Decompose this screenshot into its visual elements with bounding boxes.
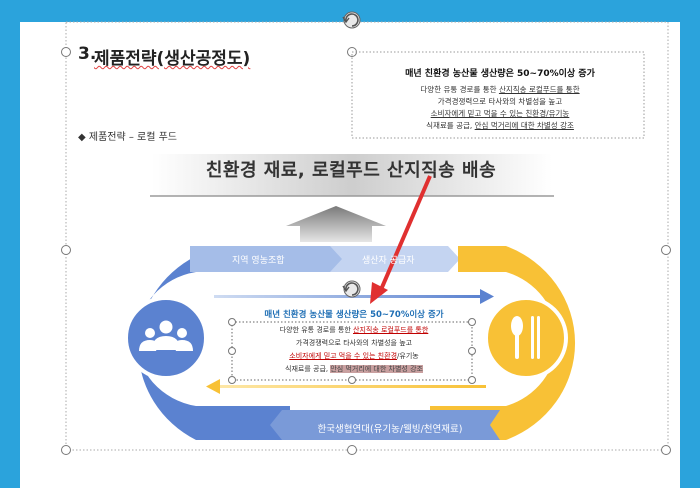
page-title[interactable]: 제품전략(생산공정도): [94, 49, 251, 69]
callout-headline[interactable]: 매년 친환경 농산물 생산량은 50~70%이상 증가: [405, 69, 595, 79]
callout-line-3: 소비자에게 믿고 먹을 수 있는 친환경/유기농: [430, 109, 570, 118]
inner-headline[interactable]: 매년 친환경 농산물 생산량은 50~70%이상 증가: [264, 310, 444, 320]
inner-resize-handles[interactable]: [228, 318, 476, 384]
people-icon: [139, 320, 193, 351]
inner-rotate-icon[interactable]: [342, 280, 361, 298]
callout-line-4: 식재료를 공급, 안심 먹거리에 대한 차별성 강조: [356, 120, 644, 131]
inner-line-3: 소비자에게 믿고 먹을 수 있는 친환경/유기농: [236, 351, 472, 361]
inner-line-4: 식재료를 공급, 안심 먹거리에 대한 차별성 강조: [236, 364, 472, 374]
inner-line-1: 다양한 유통 경로를 통한 산지직송 로컬푸드를 통한: [236, 325, 472, 335]
annotation-arrow-line: [378, 175, 432, 293]
box-left-band: [190, 246, 352, 272]
section-subtitle[interactable]: ◆ 제품전략 – 로컬 푸드: [78, 132, 178, 143]
right-yellow-arc: [430, 246, 576, 440]
slide-resize-handles[interactable]: [61, 47, 671, 455]
inner-line-1-link: 산지직송 로컬푸드를 통한: [353, 326, 429, 334]
yellow-flow-arrowhead: [206, 379, 220, 394]
inner-line-4-pre: 식재료를 공급,: [285, 365, 331, 373]
callout-line-4-pre: 식재료를 공급,: [426, 121, 475, 130]
yellow-flow-arrow-line: [216, 385, 486, 388]
up-arrow-shape: [286, 206, 386, 242]
bottom-band-label[interactable]: 한국생협연대(유기농/웰빙/천연재료): [317, 424, 463, 435]
inner-line-3-link: 소비자에게 믿고 먹을 수 있는 친환경: [289, 352, 398, 360]
callout-line-1-pre: 다양한 유통 경로를 통한: [420, 85, 499, 94]
annotation-arrowhead: [370, 282, 388, 304]
bottom-band: [270, 410, 500, 440]
slide-number: 3.: [78, 44, 97, 64]
left-arc-label[interactable]: 생산자: [72, 318, 85, 351]
inner-line-3-post: /유기농: [397, 352, 419, 360]
callout-line-1-link: 산지직송 로컬푸드를 통한: [498, 85, 580, 94]
diagram-banner[interactable]: 친환경 재료, 로컬푸드 산지직송 배송: [205, 160, 497, 181]
callout-line-1: 다양한 유통 경로를 통한 산지직송 로컬푸드를 통한: [356, 84, 644, 95]
box-left-label[interactable]: 지역 영농조합: [232, 256, 285, 266]
inner-line-1-pre: 다양한 유통 경로를 통한: [279, 326, 353, 334]
slide-selection-frame: [65, 21, 669, 451]
rotate-icon[interactable]: [342, 11, 361, 29]
inner-line-2: 가격경쟁력으로 타사와의 차별성을 높고: [295, 339, 413, 347]
callout-line-4-link: 안심 먹거리에 대한 차별성 강조: [474, 121, 574, 130]
utensils-icon: [511, 316, 540, 359]
utensils-circle: [484, 296, 568, 380]
box-right-label[interactable]: 생산자 공급자: [362, 256, 415, 266]
inner-line-4-highlight: 안심 먹거리에 대한 차별성 강조: [330, 365, 423, 373]
blue-flow-arrowhead: [480, 289, 494, 304]
banner-bar: [152, 154, 552, 196]
callout-line-2: 가격경쟁력으로 타사와의 차별성을 높고: [437, 97, 563, 106]
